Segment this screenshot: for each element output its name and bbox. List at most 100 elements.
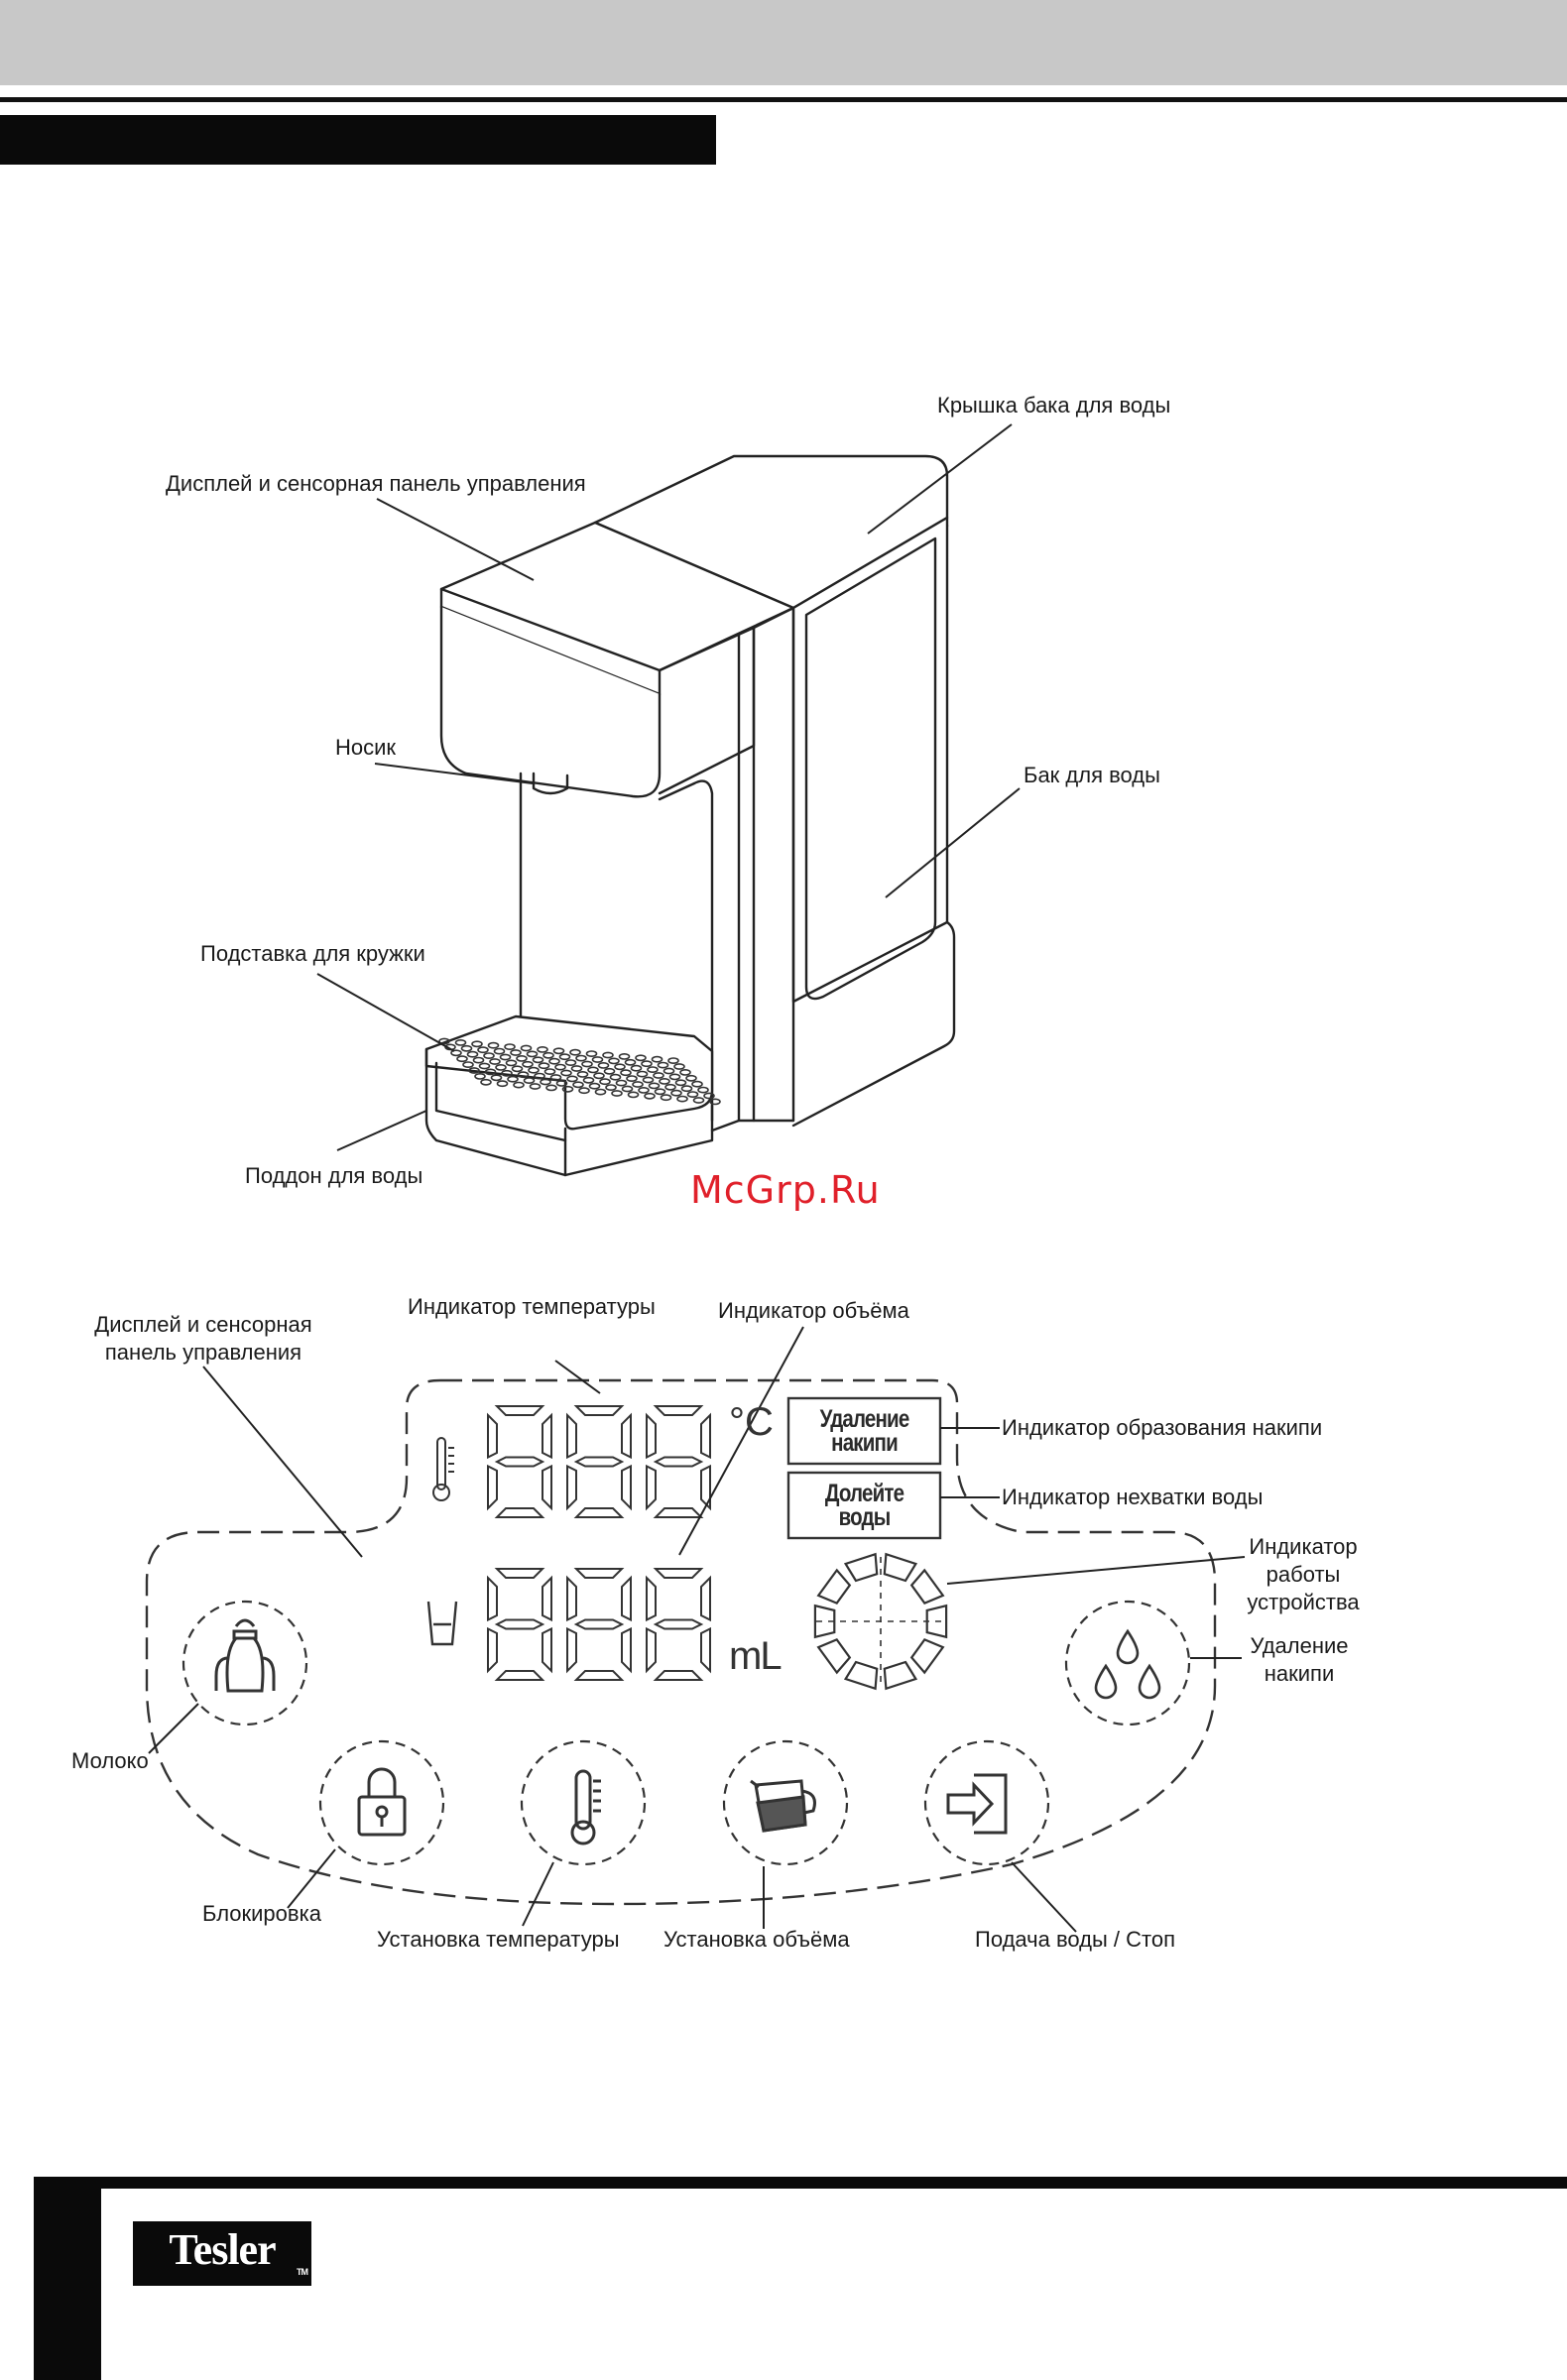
tray-hole bbox=[529, 1083, 542, 1090]
ring-segment bbox=[925, 1604, 948, 1639]
tray-hole bbox=[450, 1049, 462, 1057]
tray-hole bbox=[566, 1075, 578, 1083]
tray-hole bbox=[676, 1095, 688, 1103]
tray-hole bbox=[545, 1084, 557, 1092]
badge-scale-line2: накипи bbox=[831, 1429, 899, 1457]
digit-segment bbox=[646, 1464, 657, 1511]
tray-hole bbox=[520, 1044, 533, 1052]
tray-hole bbox=[510, 1049, 522, 1056]
tray-hole bbox=[561, 1085, 574, 1093]
digit-segment bbox=[487, 1575, 498, 1622]
digit-segment bbox=[573, 1568, 625, 1579]
tray-hole bbox=[495, 1064, 507, 1071]
tray-hole bbox=[540, 1078, 551, 1086]
ring-segment bbox=[813, 1604, 836, 1639]
tray-hole bbox=[496, 1080, 509, 1088]
tray-hole bbox=[608, 1057, 620, 1065]
tray-hole bbox=[641, 1060, 653, 1068]
tray-hole bbox=[564, 1059, 577, 1066]
ring-segment bbox=[816, 1568, 852, 1605]
tray-hole bbox=[489, 1058, 501, 1065]
tray-hole bbox=[493, 1047, 506, 1055]
ring-segment bbox=[909, 1568, 945, 1605]
label-no-water-indicator: Индикатор нехватки воды bbox=[1002, 1485, 1264, 1509]
tray-hole bbox=[591, 1056, 604, 1063]
tray-hole bbox=[630, 1064, 643, 1072]
tray-hole bbox=[636, 1070, 649, 1078]
temperature-digits bbox=[487, 1405, 711, 1518]
digit-segment bbox=[494, 1618, 545, 1630]
digit-segment bbox=[653, 1456, 704, 1468]
tray-hole bbox=[614, 1063, 626, 1071]
display-thermometer-icon bbox=[432, 1437, 454, 1501]
tray-hole bbox=[587, 1066, 599, 1074]
header-rule bbox=[0, 97, 1567, 102]
tray-hole bbox=[638, 1087, 650, 1094]
label-panel-line1: Дисплей и сенсорная bbox=[94, 1312, 312, 1337]
label-operation-line2: работы bbox=[1266, 1562, 1341, 1587]
tray-hole bbox=[569, 1048, 581, 1056]
label-spout: Носик bbox=[335, 735, 397, 760]
label-descale-line1: Удаление bbox=[1250, 1633, 1349, 1658]
ring-segment bbox=[883, 1660, 918, 1691]
descale-button-ring bbox=[1064, 1600, 1191, 1726]
digit-segment bbox=[542, 1575, 552, 1622]
tray-hole bbox=[680, 1085, 693, 1093]
lock-button-ring bbox=[318, 1739, 445, 1866]
tray-hole bbox=[703, 1092, 715, 1100]
tray-hole bbox=[543, 1068, 556, 1075]
tray-hole bbox=[674, 1079, 687, 1087]
digit-segment bbox=[573, 1618, 625, 1630]
tray-hole bbox=[462, 1061, 474, 1068]
digit-segment bbox=[621, 1575, 632, 1622]
tray-hole bbox=[697, 1086, 709, 1094]
tray-hole bbox=[504, 1043, 516, 1050]
tray-hole bbox=[654, 1088, 666, 1096]
tray-hole bbox=[552, 1047, 565, 1055]
tray-hole bbox=[513, 1081, 525, 1089]
tray-hole bbox=[460, 1044, 473, 1052]
digit-segment bbox=[487, 1626, 498, 1674]
digit-segment bbox=[700, 1412, 711, 1460]
tray-hole bbox=[499, 1053, 512, 1061]
tray-hole bbox=[578, 1087, 590, 1095]
dispense-button-ring bbox=[923, 1739, 1050, 1866]
digit-segment bbox=[494, 1456, 545, 1468]
spout-shape bbox=[532, 772, 569, 795]
digit-segment bbox=[494, 1670, 545, 1681]
tray-hole bbox=[653, 1072, 664, 1079]
badge-water-box bbox=[786, 1471, 942, 1540]
label-scale-indicator: Индикатор образования накипи bbox=[1002, 1415, 1323, 1440]
tray-hole bbox=[454, 1039, 467, 1046]
tray-hole bbox=[673, 1063, 685, 1070]
digit-segment bbox=[653, 1405, 704, 1416]
ring-segment bbox=[843, 1552, 879, 1583]
operation-crosshair bbox=[816, 1557, 945, 1686]
tray-hole bbox=[438, 1037, 450, 1045]
tray-hole bbox=[611, 1090, 623, 1097]
tray-hole bbox=[668, 1073, 681, 1081]
tray-hole bbox=[603, 1067, 616, 1075]
volume-digits bbox=[487, 1568, 711, 1681]
tray-hole bbox=[657, 1061, 669, 1069]
label-water-tank: Бак для воды bbox=[1024, 763, 1160, 787]
tray-hole bbox=[456, 1055, 468, 1063]
digit-segment bbox=[566, 1412, 577, 1460]
dispense-icon bbox=[946, 1773, 1008, 1835]
watermark: McGrp.Ru bbox=[690, 1168, 881, 1212]
tray-hole bbox=[558, 1053, 571, 1061]
label-set-temp: Установка температуры bbox=[377, 1927, 620, 1952]
panel-outline bbox=[145, 1378, 1217, 1906]
tray-hole bbox=[620, 1069, 632, 1077]
digit-segment bbox=[542, 1464, 552, 1511]
badge-scale-line1: Удаление bbox=[819, 1405, 910, 1433]
tray-hole bbox=[517, 1071, 530, 1079]
tray-hole bbox=[487, 1041, 500, 1049]
ring-segment bbox=[909, 1638, 945, 1675]
tray-hole bbox=[483, 1052, 495, 1059]
tray-hole bbox=[593, 1072, 605, 1080]
badge-water-text: Долейте воды bbox=[802, 1482, 926, 1530]
tray-hole bbox=[478, 1062, 491, 1070]
